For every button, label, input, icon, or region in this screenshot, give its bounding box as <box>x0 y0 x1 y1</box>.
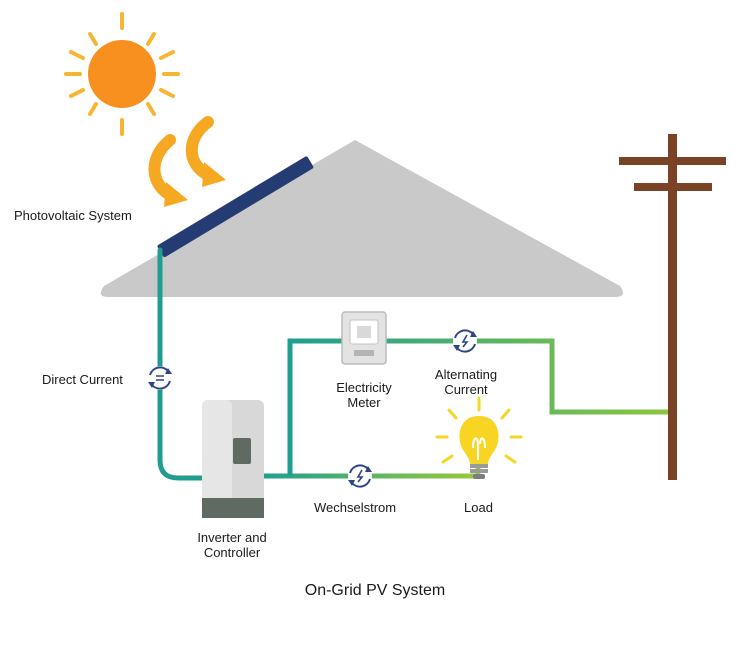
electricity-meter-label-line1: Electricity <box>336 380 392 395</box>
sun-icon <box>64 12 180 136</box>
sunlight-arrow-icon <box>185 116 226 187</box>
direct-current-label: Direct Current <box>42 372 123 387</box>
wechselstrom-label: Wechselstrom <box>314 500 397 515</box>
sunlight-arrow-icon <box>148 134 188 207</box>
alternating-current-label-line1: Alternating <box>434 367 498 382</box>
ac-wire <box>287 338 672 476</box>
alternating-current-label-line2: Current <box>444 382 488 397</box>
house-roof <box>100 140 624 297</box>
inverter-controller-icon <box>202 400 264 518</box>
alternating-current-label: Alternating Current <box>420 367 512 397</box>
electricity-meter-label-line2: Meter <box>347 395 381 410</box>
diagram-caption: On-Grid PV System <box>304 582 446 599</box>
current-symbol-icon <box>348 464 372 488</box>
inverter-controller-label: Inverter and Controller <box>182 530 282 560</box>
inverter-controller-label-line1: Inverter and <box>197 530 267 545</box>
current-symbol-icon <box>453 329 477 353</box>
load-label: Load <box>464 500 493 515</box>
electricity-meter-icon <box>341 311 387 365</box>
current-symbol-icon <box>148 366 172 390</box>
electricity-meter-label: Electricity Meter <box>320 380 408 410</box>
utility-pole-icon <box>619 134 726 480</box>
inverter-controller-label-line2: Controller <box>203 545 261 560</box>
photovoltaic-system-label: Photovoltaic System <box>14 208 132 223</box>
dc-wire <box>157 247 211 481</box>
light-bulb-icon <box>435 396 523 479</box>
solar-panel <box>157 156 314 258</box>
